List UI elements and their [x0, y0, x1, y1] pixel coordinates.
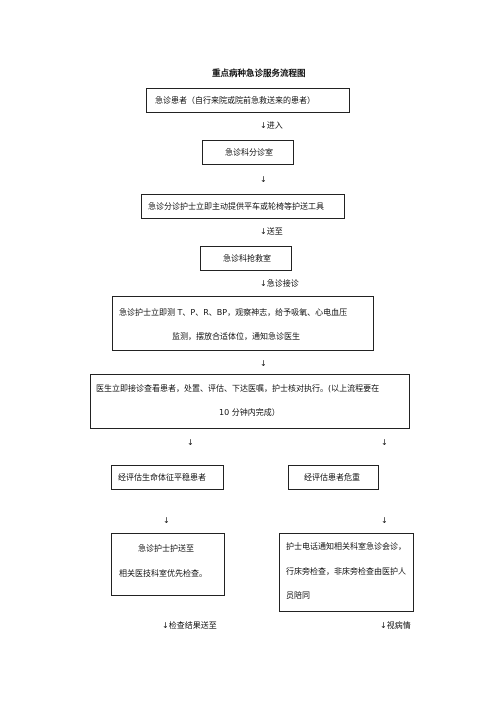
- arrow-5: ↓: [260, 359, 267, 368]
- node-stable-text: 经评估生命体征平稳患者: [118, 473, 206, 482]
- node-triage-room: 急诊科分诊室: [202, 140, 294, 165]
- node-consult-line-1: 护士电话通知相关科室急诊会诊，: [286, 542, 406, 551]
- node-nurse-escort: 急诊护士护送至 相关医技科室优先检查。: [111, 533, 225, 596]
- node-consult-line-3: 员陪同: [286, 591, 310, 600]
- node-nurse-measure: 急诊护士立即测 T、P、R、BP，观察神志，给予吸氧、心电血压 监测，摆放合适体…: [112, 296, 374, 351]
- node-patient: 急诊患者（自行来院或院前急救送来的患者）: [146, 88, 350, 113]
- arrow-right-down: ↓: [381, 438, 388, 447]
- arrow-result-send: ↓检查结果送至: [162, 621, 217, 630]
- node-consult: 护士电话通知相关科室急诊会诊， 行床旁检查，非床旁检查由医护人 员陪同: [279, 533, 414, 612]
- node-nurse-measure-line-1: 急诊护士立即测 T、P、R、BP，观察神志，给予吸氧、心电血压: [119, 308, 348, 317]
- arrow-send: ↓送至: [260, 227, 283, 236]
- node-triage-nurse-text: 急诊分诊护士立即主动提供平车或轮椅等护送工具: [148, 202, 324, 211]
- node-nurse-measure-line-2: 监测，摆放合适体位，通知急诊医生: [172, 332, 300, 341]
- arrow-left-down-2: ↓: [163, 516, 170, 525]
- node-critical-text: 经评估患者危重: [304, 473, 360, 482]
- node-triage-nurse: 急诊分诊护士立即主动提供平车或轮椅等护送工具: [141, 194, 345, 219]
- arrow-left-down: ↓: [187, 438, 194, 447]
- node-triage-room-text: 急诊科分诊室: [225, 148, 273, 157]
- flowchart-title: 重点病种急诊服务流程图: [212, 69, 306, 79]
- arrow-enter: ↓进入: [260, 121, 283, 130]
- arrow-2: ↓: [260, 175, 267, 184]
- arrow-right-down-2: ↓: [381, 516, 388, 525]
- node-rescue-room-text: 急诊科抢救室: [223, 254, 271, 263]
- arrow-emergency-visit: ↓急诊接诊: [260, 279, 299, 288]
- node-doctor-exam-line-2: 10 分钟内完成）: [219, 408, 280, 417]
- node-stable: 经评估生命体征平稳患者: [111, 465, 224, 490]
- arrow-depending: ↓视病情: [380, 621, 411, 630]
- node-rescue-room: 急诊科抢救室: [200, 246, 292, 271]
- node-doctor-exam-line-1: 医生立即接诊查看患者，处置、评估、下达医嘱，护士核对执行。(以上流程要在: [96, 384, 380, 393]
- node-critical: 经评估患者危重: [288, 465, 379, 490]
- node-consult-line-2: 行床旁检查，非床旁检查由医护人: [286, 567, 406, 576]
- node-patient-text: 急诊患者（自行来院或院前急救送来的患者）: [155, 96, 315, 105]
- node-doctor-exam: 医生立即接诊查看患者，处置、评估、下达医嘱，护士核对执行。(以上流程要在 10 …: [90, 374, 410, 429]
- node-nurse-escort-line-1: 急诊护士护送至: [138, 544, 194, 553]
- node-nurse-escort-line-2: 相关医技科室优先检查。: [119, 569, 207, 578]
